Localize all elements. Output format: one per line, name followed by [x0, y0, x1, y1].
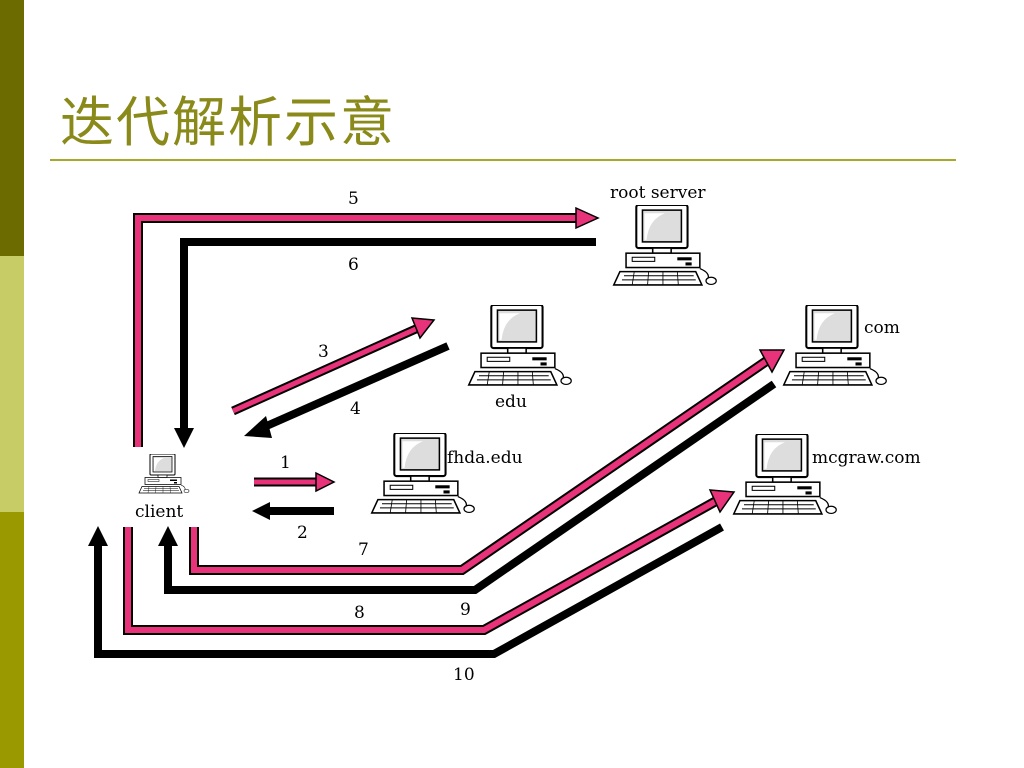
- step-10-label: 10: [453, 665, 475, 685]
- fhda-label: fhda.edu: [447, 448, 523, 468]
- step-6-label: 6: [348, 255, 359, 275]
- arrow-8-response: [158, 380, 777, 594]
- arrow-4-response: [244, 342, 450, 438]
- mcgraw-server-computer-icon: [732, 434, 838, 516]
- arrow-10-response: [88, 523, 724, 658]
- arrow-1-request: [254, 471, 336, 493]
- arrow-2-response: [252, 502, 334, 520]
- step-8-label: 8: [354, 603, 365, 623]
- com-server-computer-icon: [782, 305, 888, 387]
- client-computer-icon: [138, 454, 190, 494]
- root-server-label: root server: [610, 183, 706, 203]
- side-band-bottom: [0, 512, 24, 768]
- title-rule: [50, 159, 956, 161]
- client-label: client: [135, 502, 183, 522]
- step-9-label: 9: [460, 600, 471, 620]
- side-band-top: [0, 0, 24, 256]
- arrow-9-request: [123, 489, 736, 635]
- root-server-computer-icon: [612, 205, 718, 287]
- step-7-label: 7: [358, 540, 369, 560]
- step-5-label: 5: [348, 189, 359, 209]
- step-1-label: 1: [280, 453, 291, 473]
- com-label: com: [864, 318, 900, 338]
- arrow-3-request: [231, 317, 436, 416]
- arrow-5-request: [133, 206, 600, 447]
- side-band-middle: [0, 256, 24, 512]
- mcgraw-label: mcgraw.com: [812, 448, 921, 468]
- fhda-server-computer-icon: [370, 433, 476, 515]
- edu-server-computer-icon: [467, 305, 573, 387]
- slide-title: 迭代解析示意: [60, 91, 396, 154]
- arrow-7-request: [189, 349, 786, 575]
- step-3-label: 3: [318, 342, 329, 362]
- arrow-6-response: [174, 238, 596, 448]
- step-2-label: 2: [297, 523, 308, 543]
- step-4-label: 4: [350, 399, 361, 419]
- edu-label: edu: [495, 392, 527, 412]
